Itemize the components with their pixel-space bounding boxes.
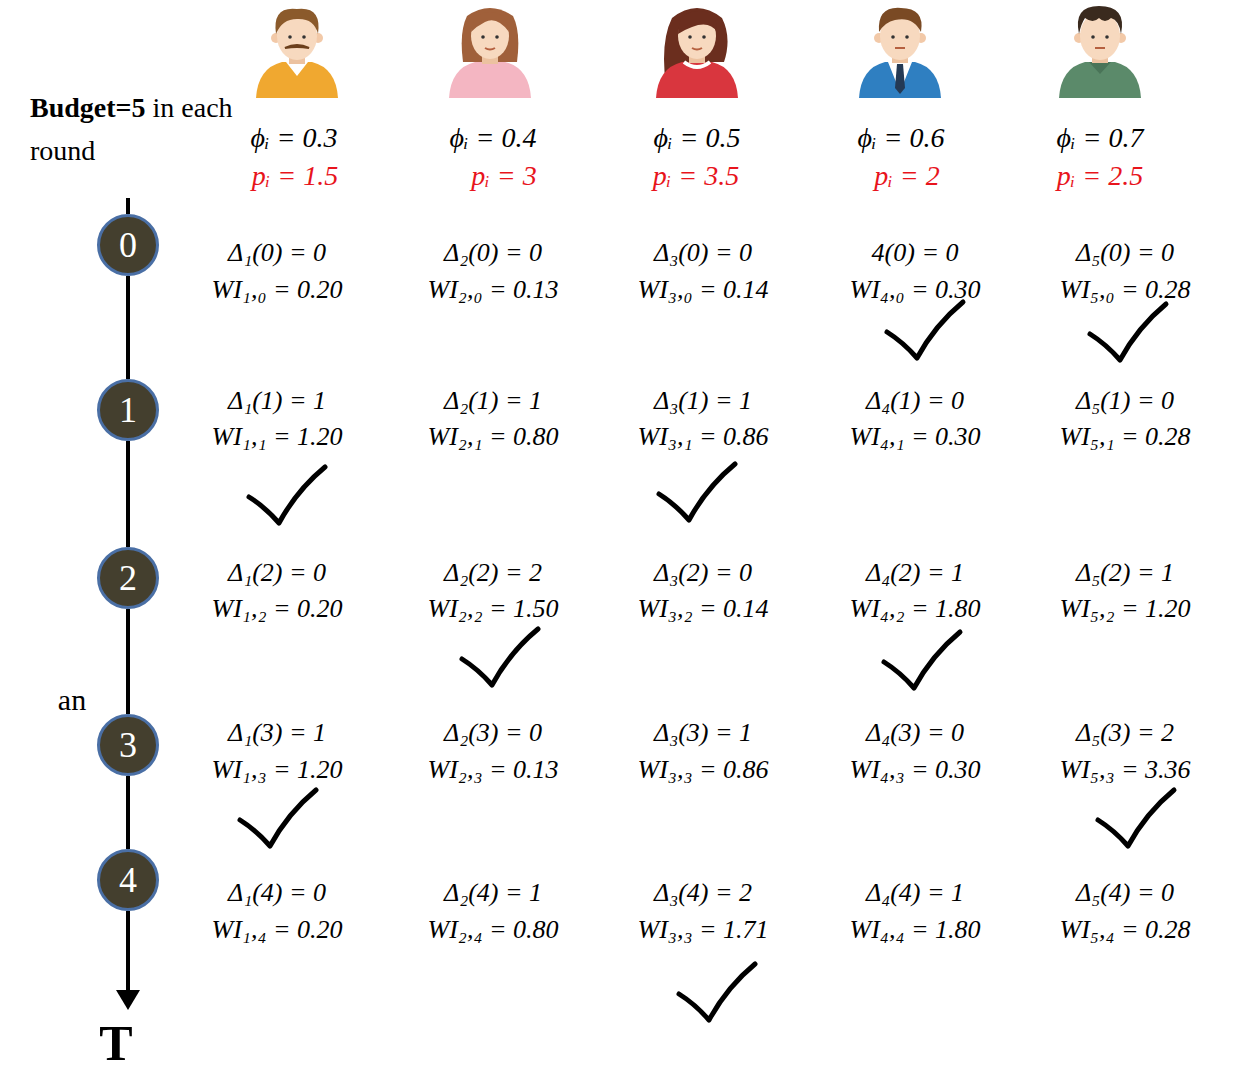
whittle-index: WI₄,₁ = 0.30 — [850, 422, 981, 452]
timeline-segment — [126, 776, 130, 849]
time-axis-label: T — [99, 1015, 132, 1073]
check-mark — [1090, 304, 1166, 360]
age-value: Δ₁(2) = 0 — [228, 558, 326, 588]
age-value: Δ₅(3) = 2 — [1076, 718, 1174, 748]
whittle-index: WI₅,₂ = 1.20 — [1060, 594, 1191, 624]
whittle-index: WI₃,₀ = 0.14 — [638, 275, 769, 305]
age-value: Δ₂(4) = 1 — [444, 878, 542, 908]
age-value: Δ₁(4) = 0 — [228, 878, 326, 908]
timeline-segment — [126, 609, 130, 714]
check-mark — [249, 467, 325, 523]
round-circle: 2 — [97, 547, 159, 609]
check-mark — [887, 302, 963, 358]
whittle-index: WI₅,₄ = 0.28 — [1060, 915, 1191, 945]
price-value: pᵢ = 1.5 — [252, 160, 338, 192]
budget-note: Budget=5in each round — [30, 86, 235, 172]
price-value: pᵢ = 3 — [471, 160, 536, 192]
attention-value: ϕᵢ = 0.6 — [858, 122, 945, 154]
whittle-index: WI₅,₃ = 3.36 — [1060, 755, 1191, 785]
round-circle: 3 — [97, 714, 159, 776]
whittle-index: WI₃,₁ = 0.86 — [638, 422, 769, 452]
age-value: Δ₁(1) = 1 — [228, 386, 326, 416]
age-value: Δ₂(2) = 2 — [444, 558, 542, 588]
check-mark — [884, 632, 960, 688]
age-value: Δ₂(1) = 1 — [444, 386, 542, 416]
whittle-index: WI₁,₀ = 0.20 — [212, 275, 343, 305]
age-value: Δ₂(3) = 0 — [444, 718, 542, 748]
round-circle: 0 — [97, 214, 159, 276]
age-value: Δ₃(4) = 2 — [654, 878, 752, 908]
round-number: 3 — [119, 727, 137, 763]
timeline-segment — [126, 276, 130, 379]
age-value: Δ₃(1) = 1 — [654, 386, 752, 416]
round-circle: 1 — [97, 379, 159, 441]
round-number: 0 — [119, 227, 137, 263]
round-circle: 4 — [97, 849, 159, 911]
age-value: 4(0) = 0 — [872, 238, 959, 268]
attention-value: ϕᵢ = 0.7 — [1057, 122, 1144, 154]
price-value: pᵢ = 3.5 — [653, 160, 739, 192]
whittle-index: WI₂,₃ = 0.13 — [428, 755, 559, 785]
person-icon — [256, 9, 338, 98]
whittle-index: WI₃,₃ = 0.86 — [638, 755, 769, 785]
round-number: 1 — [119, 392, 137, 428]
round-number: 4 — [119, 862, 137, 898]
person-icon — [656, 8, 738, 98]
whittle-index: WI₁,₃ = 1.20 — [212, 755, 343, 785]
timeline-line — [126, 198, 130, 214]
round-number: 2 — [119, 560, 137, 596]
age-value: Δ₄(2) = 1 — [866, 558, 964, 588]
attention-value: ϕᵢ = 0.4 — [450, 122, 537, 154]
whittle-index: WI₅,₁ = 0.28 — [1060, 422, 1191, 452]
attention-value: ϕᵢ = 0.5 — [654, 122, 741, 154]
whittle-index: WI₃,₃ = 1.71 — [638, 915, 769, 945]
person-icon — [1059, 6, 1141, 98]
whittle-index: WI₄,₂ = 1.80 — [850, 594, 981, 624]
whittle-index: WI₁,₁ = 1.20 — [212, 422, 343, 452]
whittle-index: WI₄,₀ = 0.30 — [850, 275, 981, 305]
age-value: Δ₄(4) = 1 — [866, 878, 964, 908]
whittle-index: WI₁,₄ = 0.20 — [212, 915, 343, 945]
price-value: pᵢ = 2.5 — [1057, 160, 1143, 192]
whittle-index: WI₂,₄ = 0.80 — [428, 915, 559, 945]
timeline-arrowhead — [116, 990, 140, 1010]
person-icon — [859, 8, 941, 98]
timeline-line — [126, 911, 130, 994]
margin-text: an — [58, 683, 86, 718]
age-value: Δ₁(3) = 1 — [228, 718, 326, 748]
age-value: Δ₄(3) = 0 — [866, 718, 964, 748]
price-value: pᵢ = 2 — [874, 160, 939, 192]
age-value: Δ₁(0) = 0 — [228, 238, 326, 268]
check-mark — [679, 964, 755, 1020]
whittle-index: WI₁,₂ = 0.20 — [212, 594, 343, 624]
age-value: Δ₅(4) = 0 — [1076, 878, 1174, 908]
whittle-index: WI₄,₄ = 1.80 — [850, 915, 981, 945]
budget-text: Budget=5 — [30, 92, 146, 123]
age-value: Δ₃(2) = 0 — [654, 558, 752, 588]
check-mark — [462, 629, 538, 685]
whittle-index: WI₃,₂ = 0.14 — [638, 594, 769, 624]
check-mark — [1098, 790, 1174, 846]
person-icon — [449, 8, 531, 98]
age-value: Δ₃(0) = 0 — [654, 238, 752, 268]
check-mark — [659, 464, 735, 520]
age-value: Δ₅(2) = 1 — [1076, 558, 1174, 588]
check-mark — [240, 790, 316, 846]
whittle-index: WI₂,₀ = 0.13 — [428, 275, 559, 305]
whittle-index: WI₂,₁ = 0.80 — [428, 422, 559, 452]
whittle-index: WI₅,₀ = 0.28 — [1060, 275, 1191, 305]
age-value: Δ₃(3) = 1 — [654, 718, 752, 748]
age-value: Δ₂(0) = 0 — [444, 238, 542, 268]
age-value: Δ₅(0) = 0 — [1076, 238, 1174, 268]
timeline-segment — [126, 441, 130, 547]
age-value: Δ₅(1) = 0 — [1076, 386, 1174, 416]
whittle-index: WI₂,₂ = 1.50 — [428, 594, 559, 624]
age-value: Δ₄(1) = 0 — [866, 386, 964, 416]
attention-value: ϕᵢ = 0.3 — [251, 122, 338, 154]
whittle-index: WI₄,₃ = 0.30 — [850, 755, 981, 785]
